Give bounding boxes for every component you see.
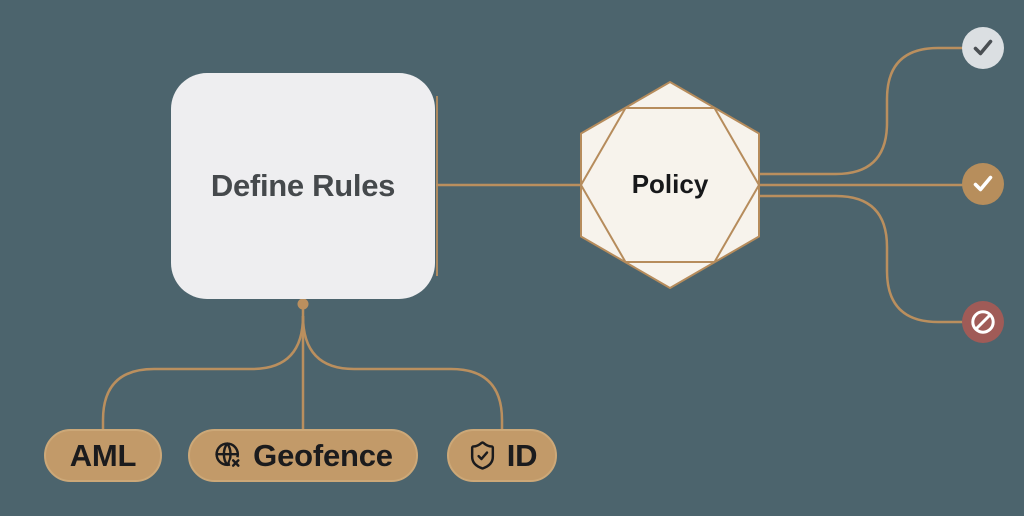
geofence-label: Geofence (253, 438, 393, 473)
stem-anchor-dot (297, 298, 309, 310)
policy-node-label: Policy (631, 169, 709, 199)
connector-policy-to-blocked (754, 194, 963, 324)
check-icon (973, 39, 993, 56)
define-rules-node: Define Rules (171, 73, 435, 299)
hexagon-outline-pointy (580, 81, 760, 289)
blocked-icon (971, 310, 995, 334)
aml-label: AML (69, 438, 137, 473)
shield-check-icon (470, 441, 494, 470)
status-pass-neutral (962, 27, 1004, 69)
input-pill-geofence: Geofence (188, 429, 418, 482)
input-pill-id: ID (447, 429, 557, 482)
hexagon-outline-flat (580, 107, 760, 263)
connector-branch-to-aml (101, 315, 305, 429)
globe-x-icon (215, 442, 242, 469)
policy-hexagon-node (580, 81, 760, 289)
connector-policy-to-pass-neutral (754, 46, 963, 176)
connector-branch-to-id (301, 315, 504, 429)
check-icon (973, 175, 993, 192)
id-label: ID (506, 438, 538, 473)
define-rules-label: Define Rules (210, 168, 396, 203)
status-pass (962, 163, 1004, 205)
input-pill-aml: AML (44, 429, 162, 482)
status-blocked (962, 301, 1004, 343)
